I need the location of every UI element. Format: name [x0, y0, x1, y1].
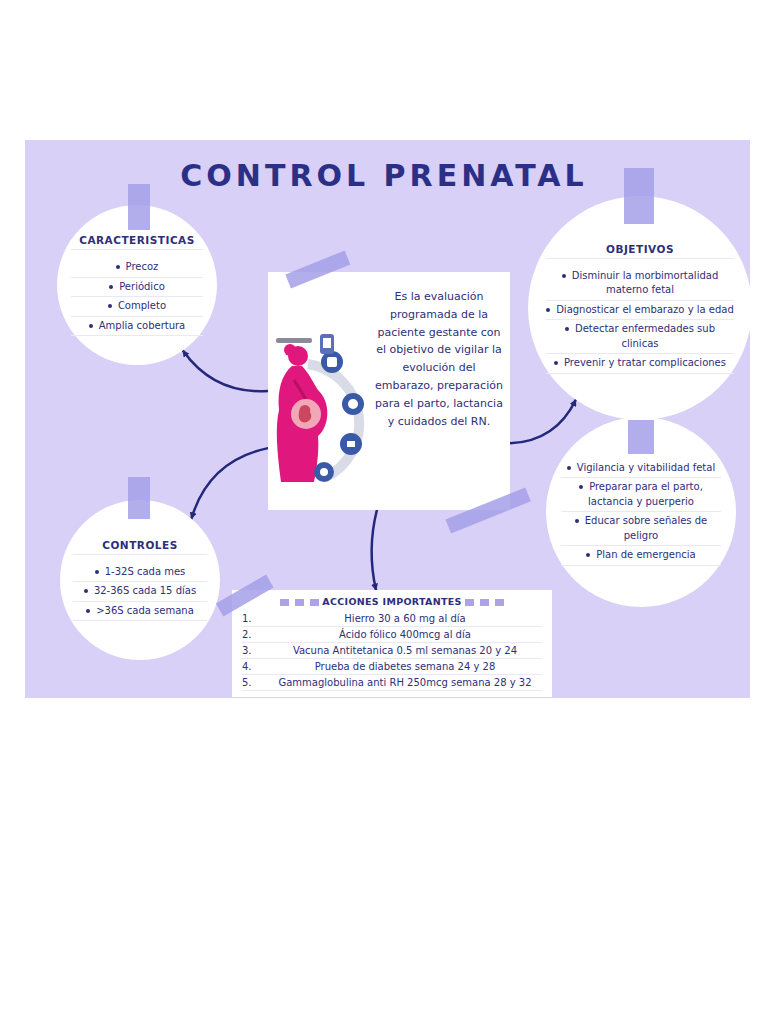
- washi-tape: [216, 575, 274, 617]
- bullet-dot: [546, 308, 550, 312]
- circle-heading: OBJETIVOS: [546, 243, 734, 259]
- checkups-circle: CONTROLES 1-32S cada mes 32-36S cada 15 dí…: [60, 500, 220, 660]
- list-number: 1.: [242, 611, 268, 626]
- bullet-item: Detectar enfermedades sub clinicas: [546, 320, 734, 354]
- bullet-dot: [116, 265, 120, 269]
- bullet-item: Periódico: [71, 278, 202, 298]
- bullet-text: 1-32S cada mes: [105, 566, 186, 577]
- bullet-item: Educar sobre señales de peligro: [561, 512, 721, 546]
- bullet-text: Vigilancia y vitabilidad fetal: [577, 462, 715, 473]
- circle-heading: CONTROLES: [73, 539, 207, 555]
- bullet-item: Completo: [71, 297, 202, 317]
- bullet-text: Precoz: [126, 261, 159, 272]
- bullet-dot: [562, 274, 566, 278]
- washi-tape: [128, 477, 150, 519]
- bullet-item: 32-36S cada 15 días: [73, 582, 207, 602]
- washi-tape: [285, 251, 350, 289]
- decor-square: [465, 599, 474, 606]
- curved-arrow: [191, 448, 268, 519]
- bullet-dot: [86, 609, 90, 613]
- circle-content: OBJETIVOS Disminuir la morbimortalidad ma…: [546, 243, 734, 374]
- list-number: 4.: [242, 659, 268, 674]
- bullet-dot: [565, 327, 569, 331]
- list-text: Prueba de diabetes semana 24 y 28: [268, 659, 542, 674]
- circle-content: CARACTERISTICAS PrecozPeriódicoCompletoAm…: [71, 234, 202, 336]
- objectives-circle: OBJETIVOS Disminuir la morbimortalidad ma…: [528, 196, 752, 420]
- actions-heading: ACCIONES IMPORTANTES: [242, 594, 542, 611]
- circle-content: CONTROLES 1-32S cada mes 32-36S cada 15 dí…: [73, 539, 207, 622]
- bullet-dot: [579, 485, 583, 489]
- bullet-text: Periódico: [119, 281, 165, 292]
- bullet-text: >36S cada semana: [96, 605, 194, 616]
- features-circle: CARACTERISTICAS PrecozPeriódicoCompletoAm…: [57, 205, 217, 365]
- bullet-dot: [567, 466, 571, 470]
- bullet-dot: [108, 304, 112, 308]
- bullet-text: Detectar enfermedades sub clinicas: [575, 323, 715, 349]
- decor-square: [295, 599, 304, 606]
- bullet-item: Precoz: [71, 258, 202, 278]
- list-text: Hierro 30 a 60 mg al día: [268, 611, 542, 626]
- bullet-item: 1-32S cada mes: [73, 563, 207, 583]
- curved-arrow: [183, 351, 268, 392]
- bullet-item: Diagnosticar el embarazo y la edad: [546, 301, 734, 321]
- bullet-text: Plan de emergencia: [596, 549, 695, 560]
- bullet-item: Amplia cobertura: [71, 317, 202, 337]
- list-row: 3.Vacuna Antitetanica 0.5 ml semanas 20 …: [242, 643, 542, 659]
- definition-text: Es la evaluación programada de la pacien…: [374, 288, 504, 431]
- list-row: 5.Gammaglobulina anti RH 250mcg semana 2…: [242, 675, 542, 691]
- bullet-text: Preparar para el parto, lactancia y puer…: [588, 481, 703, 507]
- list-text: Ácido fólico 400mcg al día: [268, 627, 542, 642]
- actions-heading-text: ACCIONES IMPORTANTES: [322, 596, 461, 607]
- bullet-item: >36S cada semana: [73, 602, 207, 622]
- decor-square: [280, 599, 289, 606]
- decor-square: [495, 599, 504, 606]
- bullet-dot: [109, 285, 113, 289]
- decor-square: [310, 599, 319, 606]
- list-text: Gammaglobulina anti RH 250mcg semana 28 …: [268, 675, 542, 690]
- title-text: CONTROL PRENATAL: [0, 158, 768, 193]
- bullet-dot: [89, 324, 93, 328]
- washi-tape: [624, 168, 654, 224]
- bullet-item: Prevenir y tratar complicaciones: [546, 354, 734, 374]
- bullet-dot: [575, 519, 579, 523]
- pregnant-woman-illustration: [268, 272, 372, 510]
- bullet-item: Plan de emergencia: [561, 546, 721, 566]
- list-text: Vacuna Antitetanica 0.5 ml semanas 20 y …: [268, 643, 542, 658]
- list-number: 3.: [242, 643, 268, 658]
- bullet-text: Completo: [118, 300, 166, 311]
- circle-content: Vigilancia y vitabilidad fetalPreparar p…: [561, 459, 721, 566]
- curved-arrow: [510, 400, 576, 444]
- actions-box: ACCIONES IMPORTANTES 1.Hierro 30 a 60 mg …: [232, 590, 552, 697]
- bullet-item: Vigilancia y vitabilidad fetal: [561, 459, 721, 479]
- bullet-text: Diagnosticar el embarazo y la edad: [556, 304, 734, 315]
- list-row: 1.Hierro 30 a 60 mg al día: [242, 611, 542, 627]
- bullet-dot: [554, 361, 558, 365]
- bullet-dot: [84, 589, 88, 593]
- circle-heading: CARACTERISTICAS: [71, 234, 202, 250]
- list-number: 5.: [242, 675, 268, 690]
- curved-arrow: [372, 510, 377, 590]
- list-row: 4.Prueba de diabetes semana 24 y 28: [242, 659, 542, 675]
- bullet-item: Disminuir la morbimortalidad materno fet…: [546, 267, 734, 301]
- washi-tape: [446, 487, 531, 533]
- definition-text: Es la evaluación programada de la pacien…: [374, 288, 504, 431]
- bullet-dot: [586, 553, 590, 557]
- bullet-text: Prevenir y tratar complicaciones: [564, 357, 726, 368]
- bullet-item: Preparar para el parto, lactancia y puer…: [561, 478, 721, 512]
- washi-tape: [628, 420, 654, 454]
- bullet-text: Educar sobre señales de peligro: [585, 515, 707, 541]
- bullet-text: Amplia cobertura: [99, 320, 186, 331]
- objectives-circle: Vigilancia y vitabilidad fetalPreparar p…: [546, 417, 736, 607]
- decor-square: [480, 599, 489, 606]
- list-row: 2.Ácido fólico 400mcg al día: [242, 627, 542, 643]
- bullet-text: 32-36S cada 15 días: [94, 585, 196, 596]
- bullet-dot: [95, 570, 99, 574]
- list-number: 2.: [242, 627, 268, 642]
- bullet-text: Disminuir la morbimortalidad materno fet…: [572, 270, 719, 296]
- washi-tape: [128, 184, 150, 230]
- definition-card: Es la evaluación programada de la pacien…: [268, 272, 510, 510]
